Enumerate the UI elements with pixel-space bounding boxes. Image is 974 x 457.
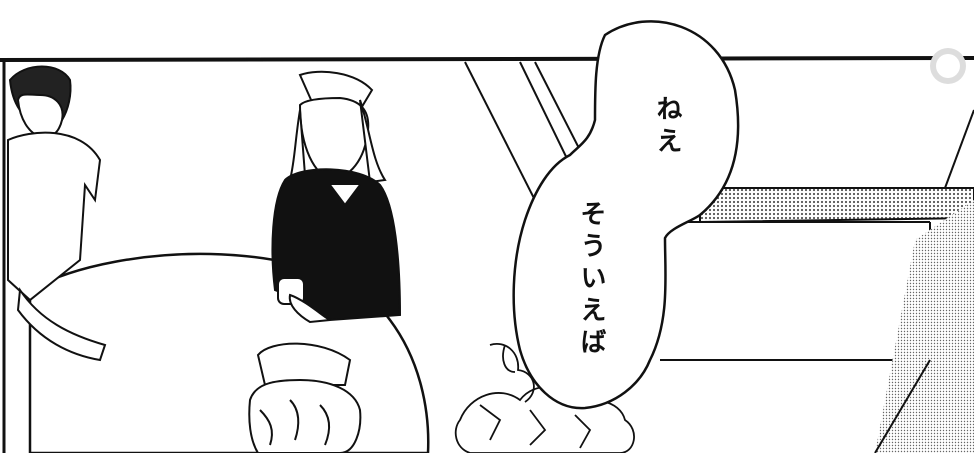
speech-line-2: そういえば [576, 200, 606, 360]
male-character [7, 65, 107, 362]
speech-bubble [512, 20, 740, 410]
nurse-character-seated [271, 70, 402, 324]
speech-line-1: ねえ [652, 95, 682, 159]
nurse-character-foreground [248, 342, 362, 454]
corner-glare [930, 48, 966, 84]
background-wall [464, 61, 974, 454]
panel-border [0, 56, 974, 453]
